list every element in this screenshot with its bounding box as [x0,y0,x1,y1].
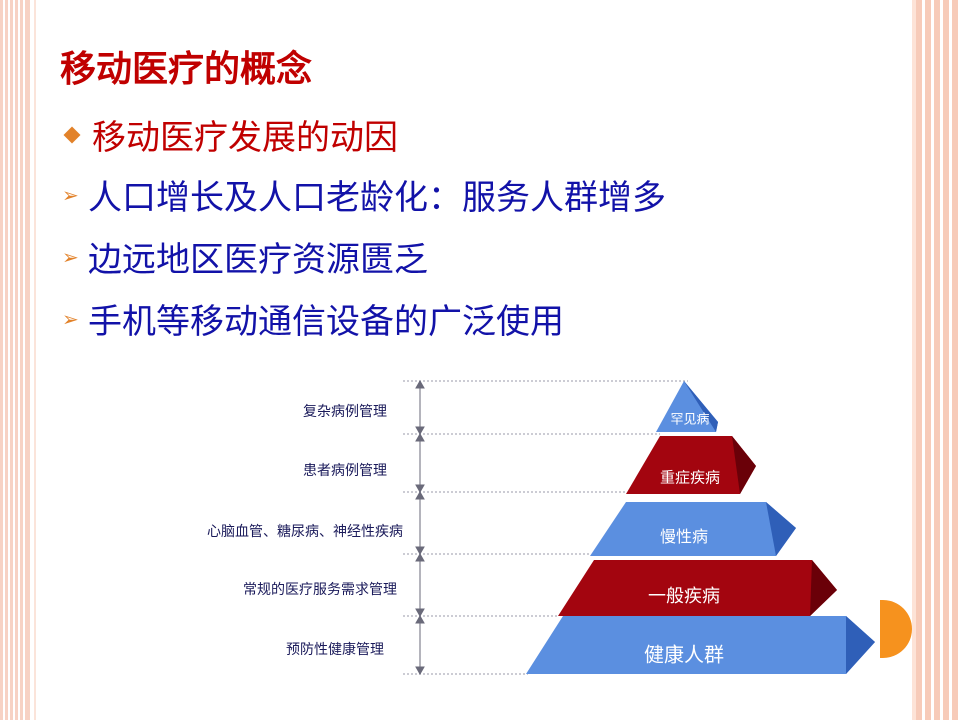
dimension-arrows [415,379,425,676]
right-border-line [912,0,916,720]
arrow-bullet-icon: ➢ [62,306,79,331]
tier-label: 一般疾病 [648,586,720,607]
side-label: 患者病例管理 [303,463,387,479]
pyramid-graphic [403,379,875,676]
right-border-stripes [916,0,960,720]
side-label: 心脑血管、糖尿病、神经性疾病 [207,524,403,540]
pyramid-tier-4 [558,560,837,616]
guide-lines [403,380,688,675]
pyramid-tier-1 [656,381,718,432]
sub-bullet-text: 手机等移动通信设备的广泛使用 [88,302,564,342]
slide-title: 移动医疗的概念 [60,49,313,90]
arrow-bullet-icon: ➢ [62,244,79,269]
sub-bullet: ➢ 手机等移动通信设备的广泛使用 [62,294,564,343]
main-bullet: 移动医疗发展的动因 [62,110,398,159]
main-bullet-text: 移动医疗发展的动因 [92,118,398,158]
sub-bullet-text: 边远地区医疗资源匮乏 [88,240,428,280]
side-label: 预防性健康管理 [286,642,384,658]
pyramid-tier-2-side [732,436,756,494]
pyramid-tier-3 [590,502,796,556]
arrow-bullet-icon: ➢ [62,182,79,207]
pyramid-tier-5 [526,616,875,674]
sub-bullet-text: 人口增长及人口老龄化：服务人群增多 [88,178,666,218]
sub-bullet: ➢ 人口增长及人口老龄化：服务人群增多 [62,170,666,219]
tier-label: 罕见病 [670,412,710,428]
sub-bullet: ➢ 边远地区医疗资源匮乏 [62,232,428,281]
tier-label: 慢性病 [659,527,709,546]
side-label: 常规的医疗服务需求管理 [243,582,397,598]
pyramid-tier-4-side [810,560,837,616]
tier-label: 健康人群 [644,642,724,667]
left-border-decoration [0,0,30,720]
pyramid-tier-5-side [846,616,875,674]
left-border-line [34,0,36,720]
pyramid-tier-3-side [766,502,796,556]
side-label: 复杂病例管理 [303,404,387,420]
diamond-bullet-icon [63,126,81,143]
pyramid-diagram: 复杂病例管理 患者病例管理 心脑血管、糖尿病、神经性疾病 常规的医疗服务需求管理… [207,370,900,690]
tier-label: 重症疾病 [659,468,721,487]
pyramid-tier-1-side [684,381,718,432]
pyramid-tier-2 [626,436,756,494]
